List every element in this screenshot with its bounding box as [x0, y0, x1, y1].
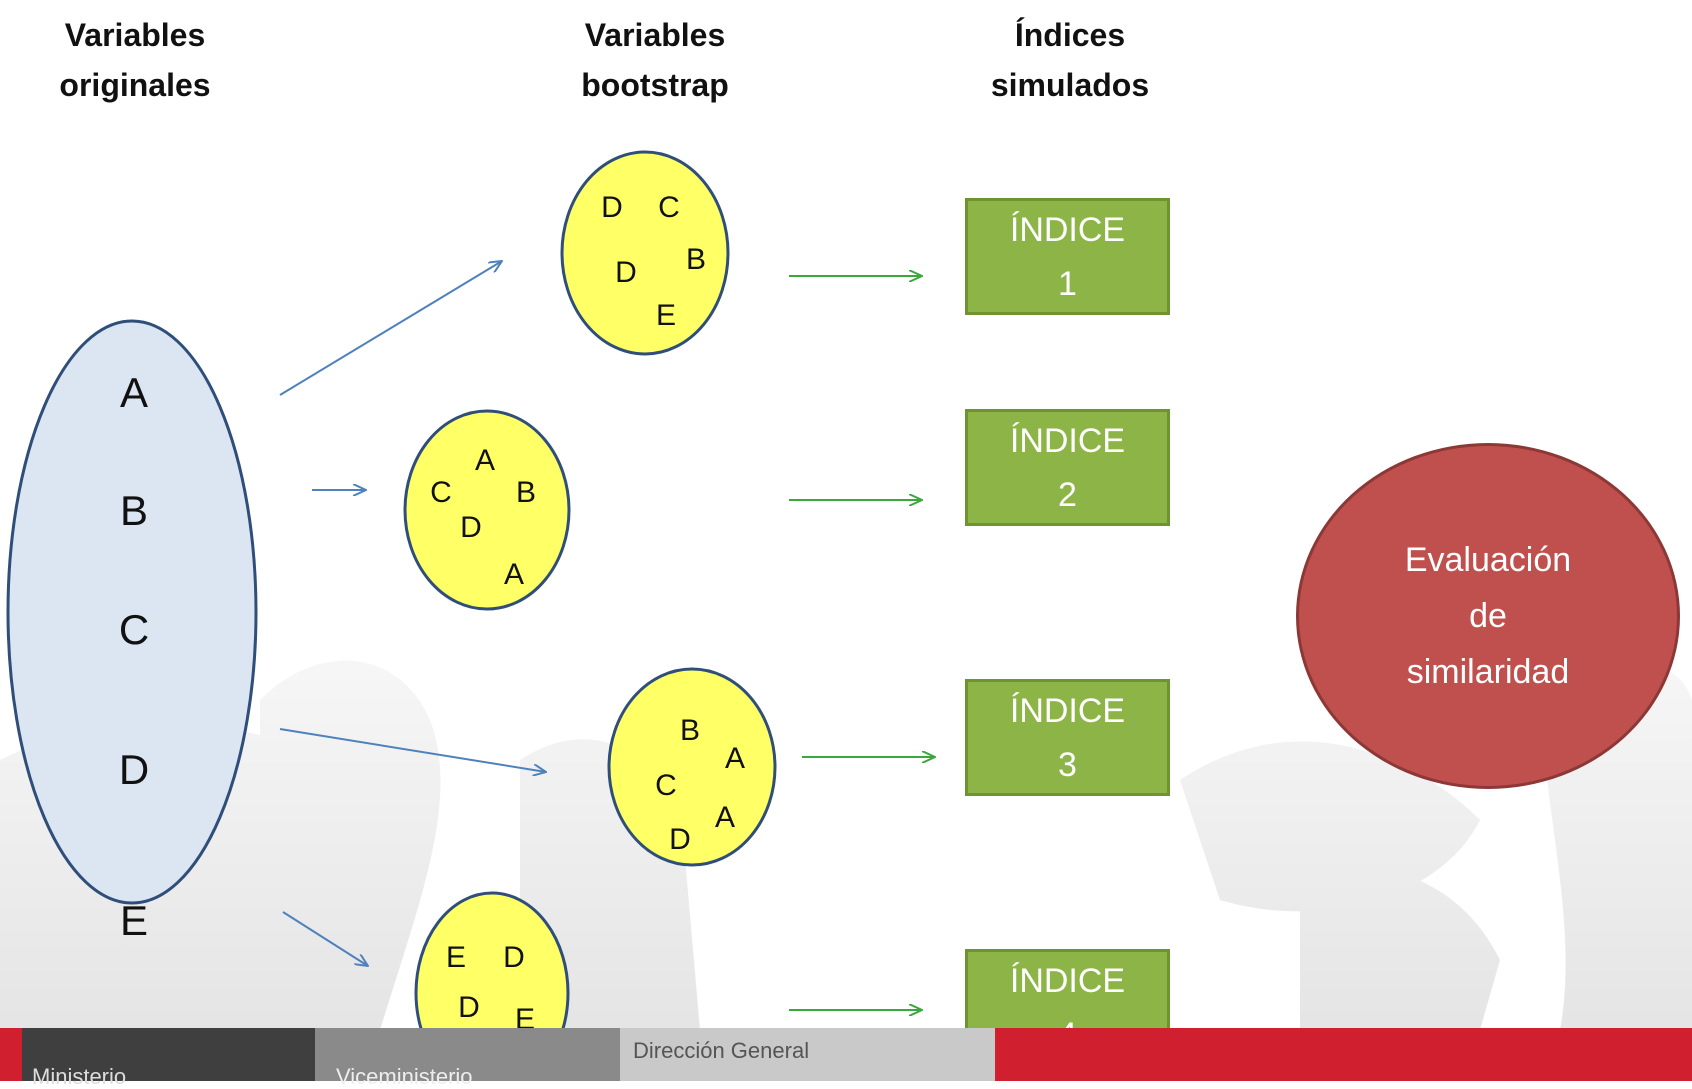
footer-red-bar	[995, 1028, 1692, 1081]
sample-1-letter: B	[685, 243, 706, 276]
sample-1-letter: D	[601, 191, 623, 224]
footer-direction-text: Dirección General	[633, 1038, 810, 1063]
original-variables-ellipse	[6, 319, 258, 905]
original-variable-c: C	[118, 606, 150, 653]
sample-3-letter: B	[679, 714, 700, 747]
sample-1-letter: E	[655, 299, 676, 332]
arrow-original-to-sample-1	[279, 261, 502, 396]
footer-vice-segment	[315, 1028, 620, 1081]
sample-2-letter: A	[474, 444, 495, 477]
original-variable-e: E	[119, 897, 148, 944]
sample-2-letter: A	[503, 558, 524, 591]
footer-vice-text: Viceministerio	[336, 1064, 473, 1089]
original-variable-a: A	[119, 369, 148, 416]
footer-direction-segment	[620, 1028, 995, 1081]
evaluation-circle: Evaluación de similaridad	[1296, 443, 1680, 789]
bootstrap-sample-3-circle	[607, 667, 777, 867]
header-original-variables: Variables originales	[59, 17, 211, 103]
index-box-1: ÍNDICE 1	[965, 198, 1170, 315]
index-label: ÍNDICE	[1009, 961, 1126, 1000]
sample-3-letter: A	[714, 801, 735, 834]
header-simulated-indices: Índices simulados	[990, 17, 1150, 103]
sample-2-letter: B	[515, 476, 536, 509]
index-box-2: ÍNDICE 2	[965, 409, 1170, 526]
index-number: 2	[1058, 475, 1077, 514]
arrow-original-to-sample-3	[279, 728, 546, 772]
sample-2-letter: C	[430, 476, 452, 509]
bootstrap-sample-1-circle	[560, 150, 730, 356]
footer-ministry-text: Ministerio	[32, 1064, 127, 1089]
sample-3-letter: D	[669, 823, 691, 856]
sample-4-letter: D	[458, 991, 480, 1024]
index-label: ÍNDICE	[1009, 421, 1126, 460]
footer-ministry-segment	[0, 1028, 315, 1081]
index-label: ÍNDICE	[1009, 210, 1126, 249]
sample-1-letter: D	[615, 256, 637, 289]
footer-emblem	[0, 1028, 22, 1081]
original-variable-d: D	[118, 746, 150, 793]
index-number: 3	[1058, 745, 1077, 784]
header-bootstrap-variables: Variables bootstrap	[581, 17, 729, 103]
sample-4-letter: D	[503, 941, 525, 974]
index-box-3: ÍNDICE 3	[965, 679, 1170, 796]
arrow-original-to-sample-4	[282, 911, 368, 966]
index-number: 1	[1058, 264, 1077, 303]
sample-1-letter: C	[658, 191, 680, 224]
sample-2-letter: D	[460, 511, 482, 544]
sample-3-letter: C	[655, 769, 677, 802]
sample-3-letter: A	[724, 742, 745, 775]
bootstrap-sample-2-circle	[403, 409, 571, 611]
index-label: ÍNDICE	[1009, 691, 1126, 730]
sample-4-letter: E	[445, 941, 466, 974]
original-variable-b: B	[119, 487, 148, 534]
sample-4-letter: E	[514, 1003, 535, 1036]
